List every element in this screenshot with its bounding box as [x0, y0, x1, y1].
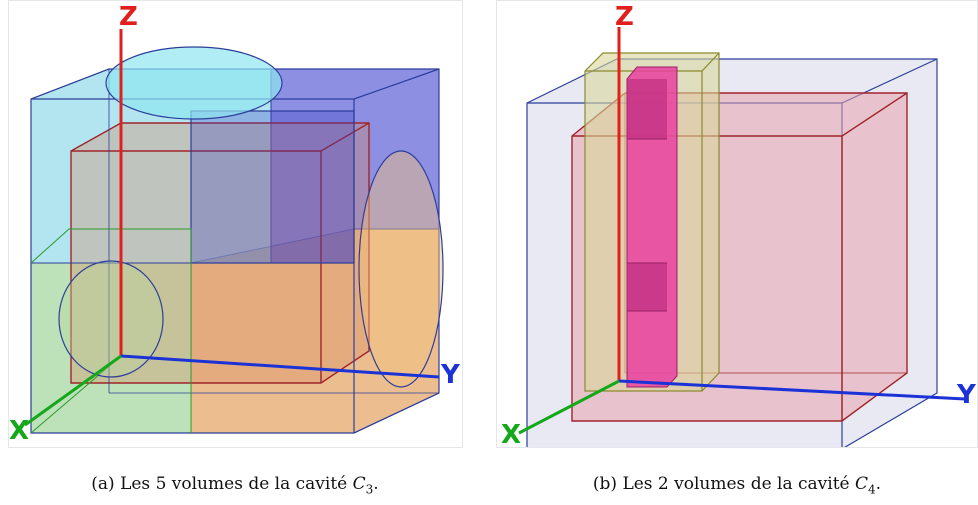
z-axis-label: Z: [119, 2, 138, 32]
y-axis-label: Y: [956, 380, 977, 410]
caption-b-subscript: 4: [868, 482, 876, 497]
caption-a-period: .: [373, 474, 379, 494]
volume-inner-blue-column: [190, 110, 355, 264]
cavity-c4-svg: Z Y X: [501, 2, 977, 447]
caption-a: (a) Les 5 volumes de la cavité C3.: [0, 474, 470, 496]
cylinder-side-cap: [358, 150, 444, 388]
y-axis: [120, 354, 440, 379]
caption-b-period: .: [875, 474, 882, 494]
x-axis: [24, 354, 122, 427]
x-axis: [518, 379, 620, 435]
caption-a-subscript: 3: [365, 482, 374, 497]
caption-a-symbol: C: [352, 474, 366, 494]
caption-b-symbol: C: [855, 474, 869, 494]
caption-b: (b) Les 2 volumes de la cavité C4.: [496, 474, 978, 496]
y-axis: [618, 379, 966, 401]
cylinder-front-cap: [58, 260, 164, 378]
x-axis-label: X: [501, 420, 521, 447]
z-axis-label: Z: [615, 2, 634, 32]
caption-a-text: (a) Les 5 volumes de la cavité: [91, 474, 353, 494]
cavity-c3-svg: Z Y X: [9, 2, 461, 446]
cylinder-top-cap: [105, 46, 283, 120]
caption-b-text: (b) Les 2 volumes de la cavité: [592, 474, 856, 494]
cavity-c3-3d-view[interactable]: Z Y X: [8, 0, 463, 448]
y-axis-label: Y: [440, 360, 461, 390]
cavity-c4-3d-view[interactable]: Z Y X: [496, 0, 978, 448]
x-axis-label: X: [9, 416, 29, 446]
